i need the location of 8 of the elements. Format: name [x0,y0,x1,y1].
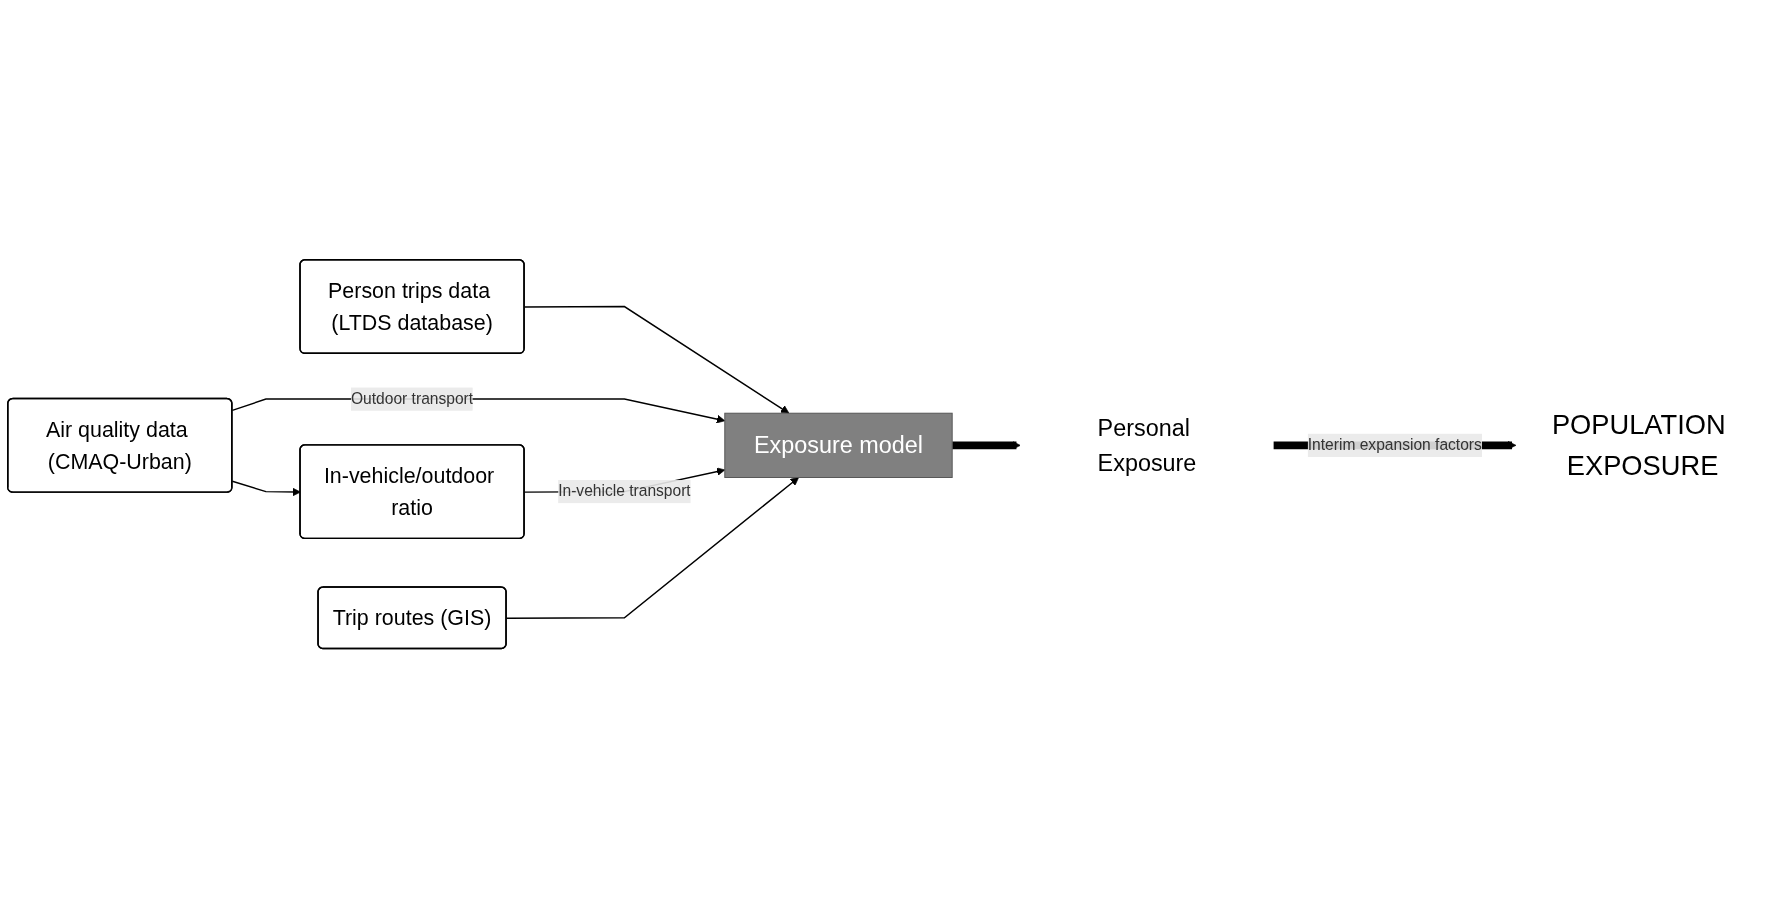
node-text: POPULATION EXPOSURE [1551,409,1726,481]
node-box: Exposure model [724,412,953,478]
edge-label: Interim expansion factors [1307,436,1482,454]
arrow [952,440,1021,450]
arrow [231,480,301,497]
edge-label: In-vehicle transport [558,482,691,500]
node-text: Personal Exposure [1097,414,1197,476]
edge-label: Outdoor transport [350,390,474,407]
